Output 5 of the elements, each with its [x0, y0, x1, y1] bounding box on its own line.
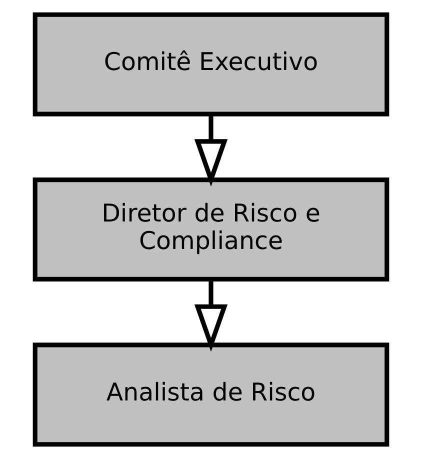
node-box: Analista de Risco [32, 342, 390, 447]
arrow [194, 279, 228, 352]
node-box: Diretor de Risco e Compliance [32, 178, 390, 282]
node-box: Comitê Executivo [32, 12, 390, 116]
arrow [194, 114, 228, 187]
